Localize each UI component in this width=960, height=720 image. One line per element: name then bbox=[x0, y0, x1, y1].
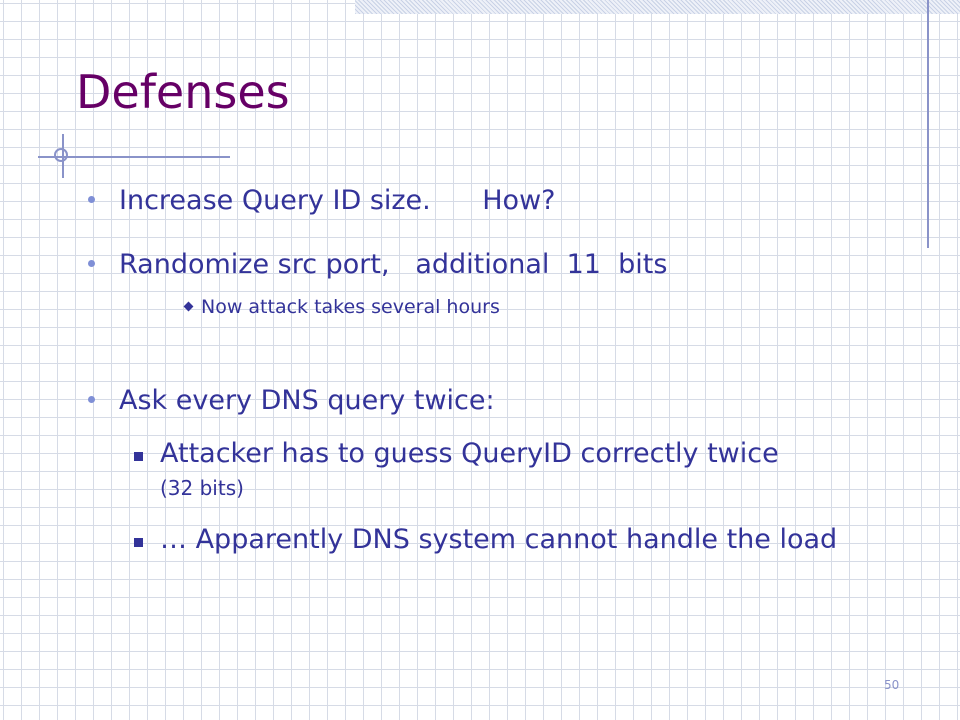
bullet-text: Ask every DNS query twice: bbox=[119, 385, 495, 416]
round-dot-icon bbox=[88, 196, 95, 203]
sub-bullet-item: … Apparently DNS system cannot handle th… bbox=[86, 522, 856, 558]
decorative-ring-icon bbox=[54, 148, 68, 162]
bullet-text: Increase Query ID size. How? bbox=[119, 185, 556, 216]
page-number: 50 bbox=[884, 678, 900, 692]
sub-bullet-note: (32 bits) bbox=[160, 476, 244, 500]
sub-bullet-item: Attacker has to guess QueryID correctly … bbox=[86, 436, 856, 504]
spacer bbox=[86, 324, 926, 376]
round-dot-icon bbox=[88, 260, 95, 267]
bullet-item: Increase Query ID size. How? bbox=[86, 176, 926, 226]
square-icon bbox=[134, 538, 143, 547]
sub-bullet-text: … Apparently DNS system cannot handle th… bbox=[160, 524, 838, 555]
slide-title: Defenses bbox=[76, 65, 290, 119]
decorative-vertical-rule bbox=[927, 0, 929, 248]
bullet-item: Ask every DNS query twice: bbox=[86, 376, 926, 426]
slide-body: Increase Query ID size. How? Randomize s… bbox=[86, 176, 926, 558]
bullet-item: Randomize src port, additional 11 bits bbox=[86, 240, 926, 290]
bullet-text: Randomize src port, additional 11 bits bbox=[119, 249, 668, 280]
sub-bullet-item: Now attack takes several hours bbox=[86, 290, 926, 324]
square-icon bbox=[134, 452, 143, 461]
decorative-top-band bbox=[355, 0, 960, 14]
diamond-icon bbox=[183, 301, 194, 312]
sub-bullet-text: Now attack takes several hours bbox=[201, 296, 500, 318]
round-dot-icon bbox=[88, 396, 95, 403]
title-underline-rule bbox=[38, 156, 230, 158]
sub-bullet-text: Attacker has to guess QueryID correctly … bbox=[160, 438, 779, 469]
